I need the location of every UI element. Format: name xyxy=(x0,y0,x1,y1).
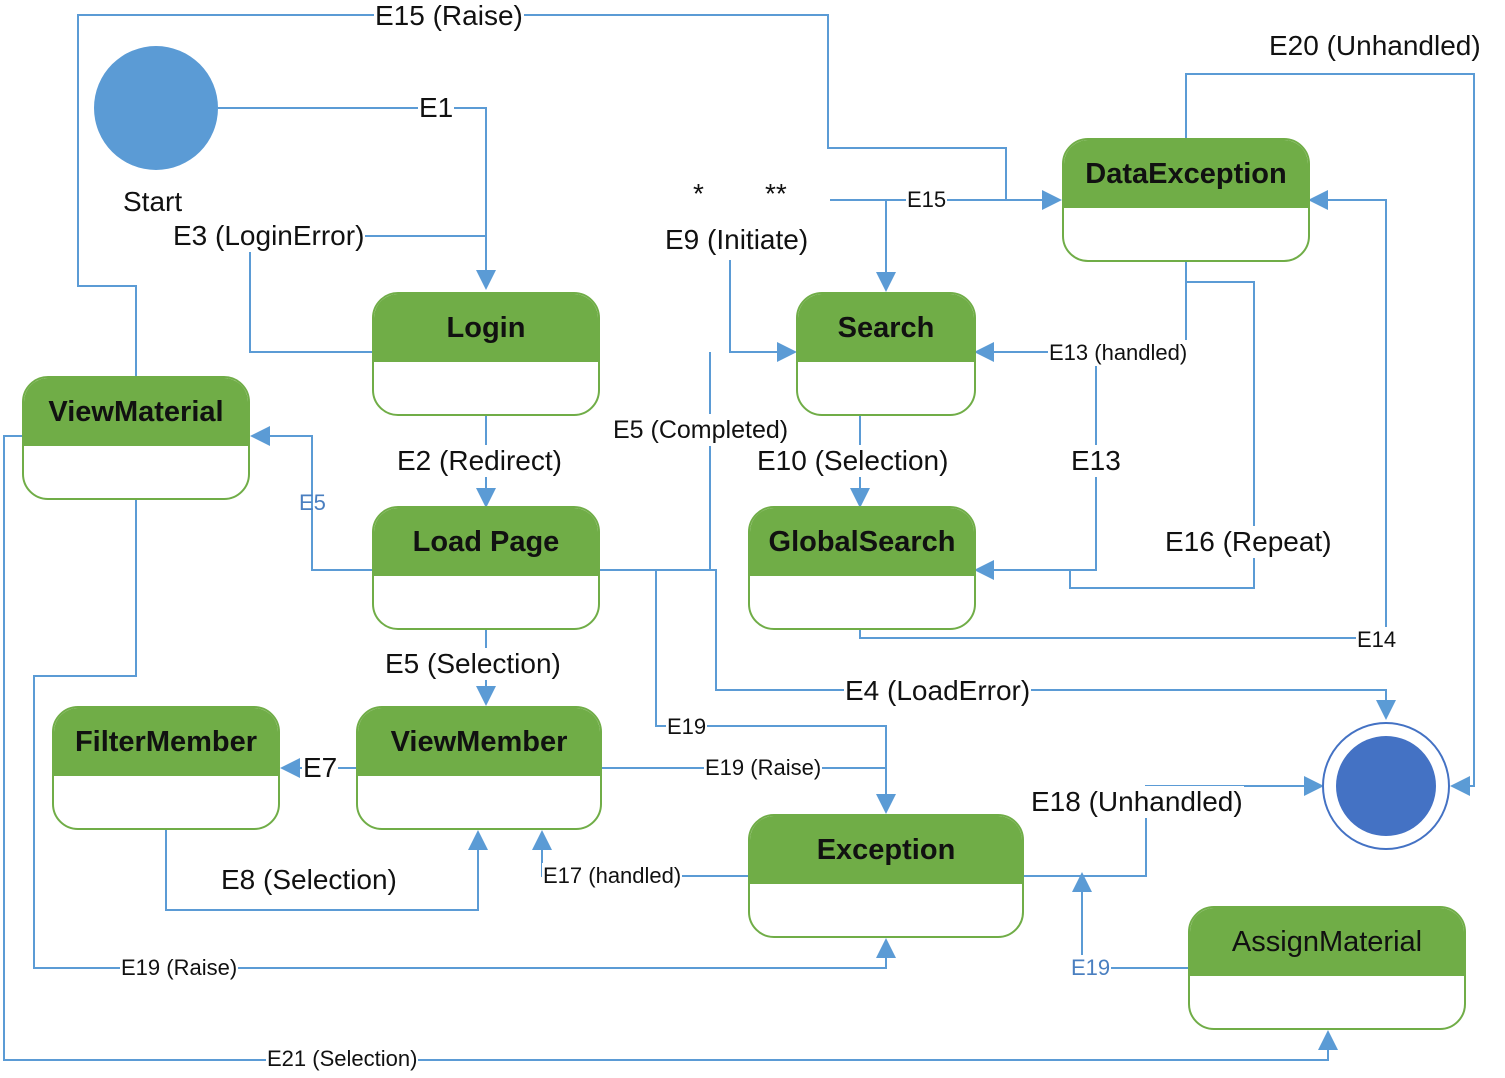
state-search-title: Search xyxy=(798,294,974,362)
edge-e20 xyxy=(1185,73,1475,796)
state-exception[interactable]: Exception xyxy=(748,814,1024,938)
state-load-page-title: Load Page xyxy=(374,508,598,576)
state-assign-material[interactable]: AssignMaterial xyxy=(1188,906,1466,1030)
state-load-page[interactable]: Load Page xyxy=(372,506,600,630)
start-label: Start xyxy=(123,186,183,217)
edge-label-e19-raise-right: E19 (Raise) xyxy=(704,755,823,781)
end-node xyxy=(1322,722,1450,850)
edge-label-e17: E17 (handled) xyxy=(542,863,683,889)
marker-star-2: ** xyxy=(765,178,787,209)
state-search[interactable]: Search xyxy=(796,292,976,416)
edge-label-e21: E21 (Selection) xyxy=(266,1046,419,1072)
state-data-exception[interactable]: DataException xyxy=(1062,138,1310,262)
state-filter-member[interactable]: FilterMember xyxy=(52,706,280,830)
edge-e19-raise-bottom xyxy=(33,498,896,969)
edge-e3 xyxy=(249,235,486,353)
edge-e21 xyxy=(3,435,1338,1061)
edge-e19-assign xyxy=(1072,872,1188,969)
start-node xyxy=(94,46,218,170)
state-view-member-title: ViewMember xyxy=(358,708,600,776)
edge-label-e2: E2 (Redirect) xyxy=(396,445,563,477)
edge-label-e13-handled: E13 (handled) xyxy=(1048,340,1189,366)
edge-e5-completed xyxy=(598,352,711,571)
edge-e5-left xyxy=(250,426,372,571)
state-assign-material-title: AssignMaterial xyxy=(1190,908,1464,976)
state-view-material[interactable]: ViewMaterial xyxy=(22,376,250,500)
edge-label-e14: E14 xyxy=(1356,627,1398,653)
edge-e13 xyxy=(974,352,1097,580)
state-view-member[interactable]: ViewMember xyxy=(356,706,602,830)
edge-label-e19-assign: E19 xyxy=(1070,955,1112,981)
state-exception-title: Exception xyxy=(750,816,1022,884)
edge-label-e3: E3 (LoginError) xyxy=(172,220,366,252)
state-data-exception-title: DataException xyxy=(1064,140,1308,208)
edge-e1 xyxy=(218,107,496,290)
edge-label-e1: E1 xyxy=(418,92,455,124)
state-view-material-title: ViewMaterial xyxy=(24,378,248,446)
state-login-title: Login xyxy=(374,294,598,362)
edge-label-e5-completed: E5 (Completed) xyxy=(612,414,790,446)
edge-label-e15: E15 xyxy=(906,187,948,213)
state-filter-member-title: FilterMember xyxy=(54,708,278,776)
edge-label-e5-selection: E5 (Selection) xyxy=(384,648,562,680)
state-login[interactable]: Login xyxy=(372,292,600,416)
edge-label-e4: E4 (LoadError) xyxy=(844,675,1032,707)
edge-e9 xyxy=(729,260,797,362)
marker-star-1: * xyxy=(693,178,704,209)
state-global-search[interactable]: GlobalSearch xyxy=(748,506,976,630)
edge-e16 xyxy=(1069,281,1255,589)
edge-label-e16: E16 (Repeat) xyxy=(1164,526,1333,558)
edge-label-e7: E7 xyxy=(302,752,339,784)
edge-label-e19-raise-bottom: E19 (Raise) xyxy=(120,955,239,981)
edge-label-e9: E9 (Initiate) xyxy=(664,224,810,256)
state-global-search-title: GlobalSearch xyxy=(750,508,974,576)
edge-label-e10: E10 (Selection) xyxy=(756,445,950,477)
edge-e13-handled xyxy=(974,262,1187,362)
edge-e4 xyxy=(598,569,1396,720)
edge-label-e15-raise: E15 (Raise) xyxy=(374,0,524,32)
edge-label-e18: E18 (Unhandled) xyxy=(1030,786,1244,818)
edge-label-e13: E13 xyxy=(1070,445,1122,477)
edge-label-e5-left: E5 xyxy=(299,490,326,515)
edge-label-e20: E20 (Unhandled) xyxy=(1268,30,1482,62)
edge-label-e8: E8 (Selection) xyxy=(220,864,398,896)
edge-e8 xyxy=(165,830,488,911)
edge-label-e19-mid: E19 xyxy=(666,714,708,740)
